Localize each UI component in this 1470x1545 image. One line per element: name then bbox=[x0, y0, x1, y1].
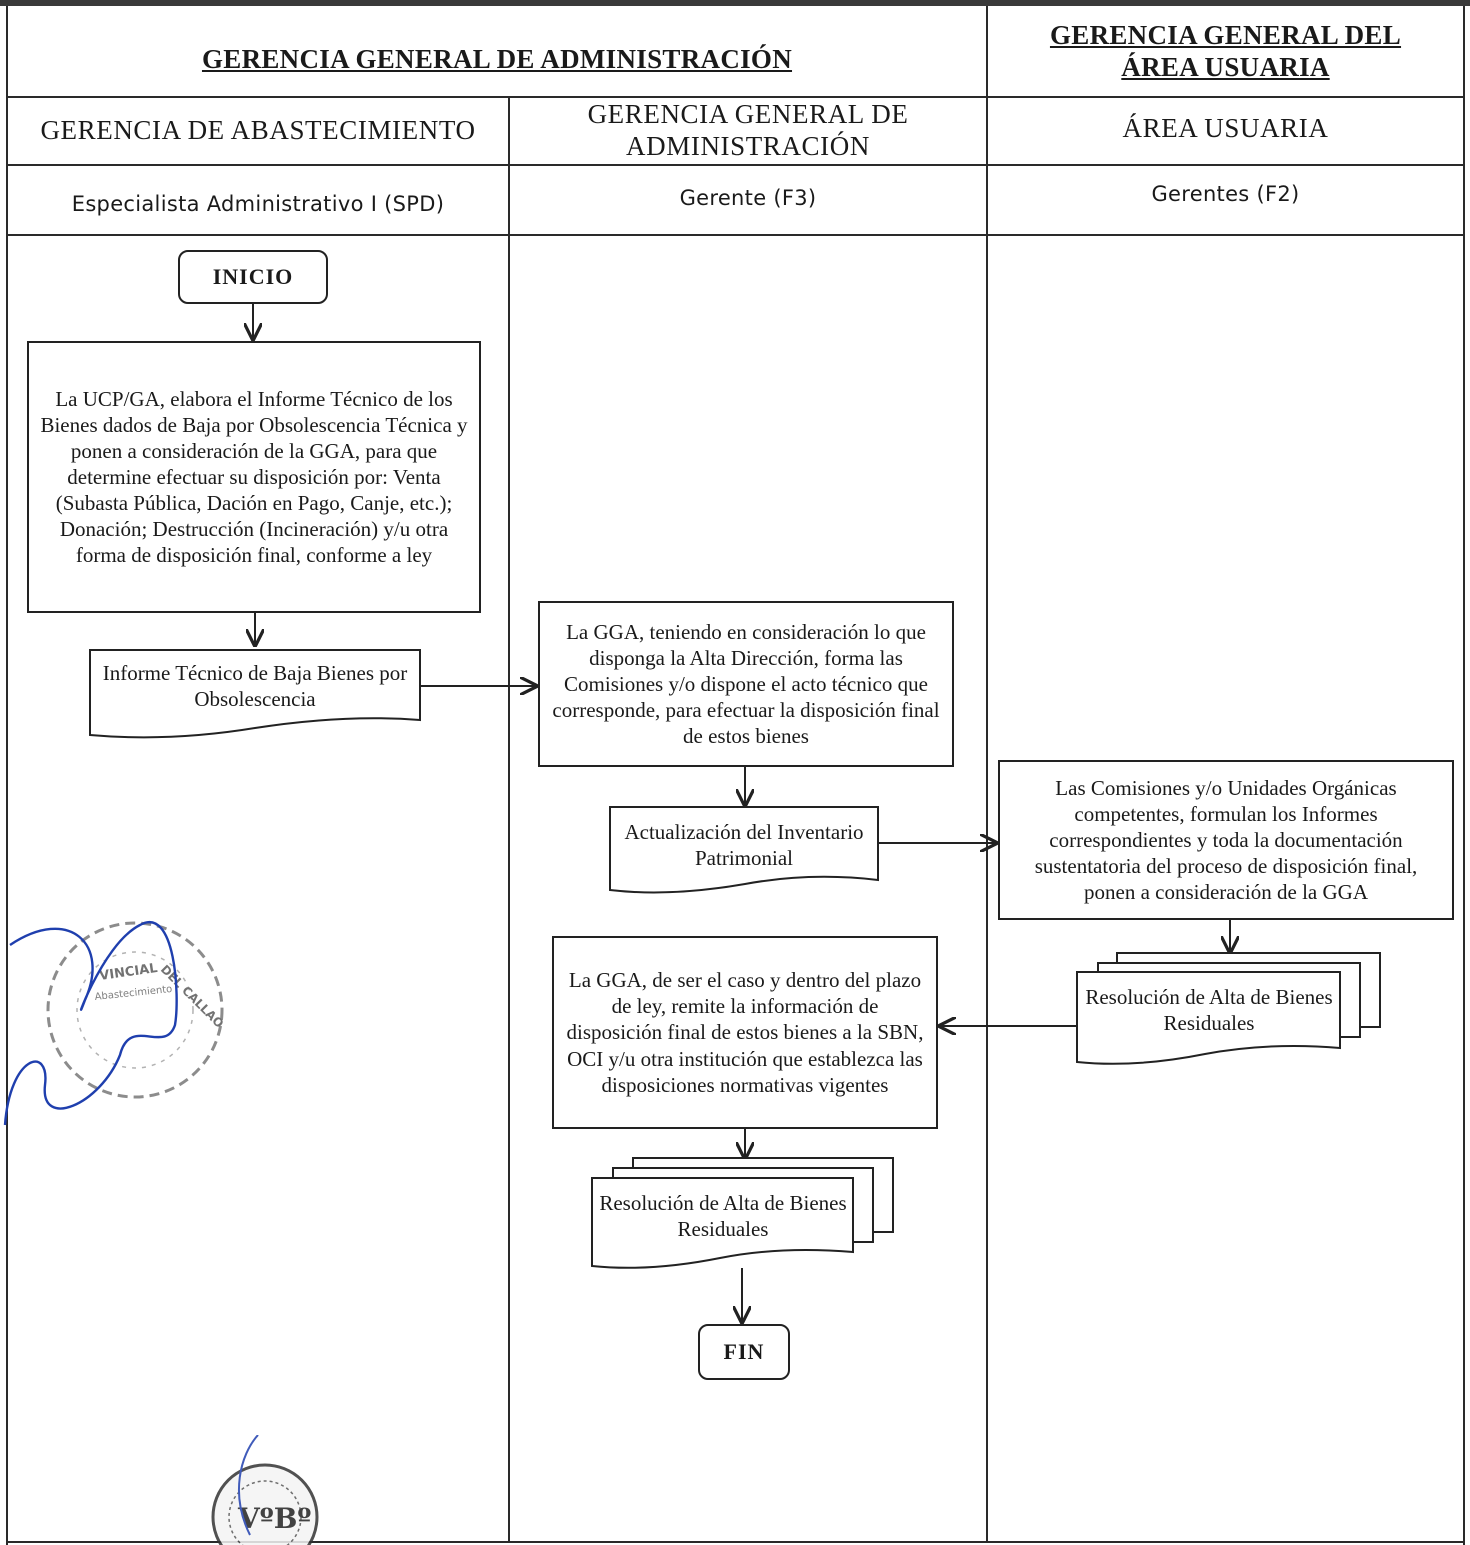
outer-right-border bbox=[1463, 6, 1465, 1545]
doc2-shape bbox=[609, 806, 879, 894]
doc2-label: Actualización del Inventario Patrimonial bbox=[624, 819, 864, 870]
header-row-line-2 bbox=[6, 164, 1465, 166]
lane-divider-1 bbox=[508, 97, 510, 1543]
lane-title-gga-line1: GERENCIA GENERAL DE bbox=[587, 99, 909, 130]
lane-divider-2 bbox=[986, 6, 988, 1543]
doc4-shape bbox=[591, 1177, 854, 1269]
stamp-abastecimiento: VINCIAL DEL CALLAO Abastecimiento bbox=[46, 921, 226, 1099]
step2-process: La GGA, teniendo en consideración lo que… bbox=[538, 601, 954, 767]
lane-role-especialista: Especialista Administrativo I (SPD) bbox=[71, 191, 445, 216]
end-terminal: FIN bbox=[698, 1324, 790, 1380]
step1-process: La UCP/GA, elabora el Informe Técnico de… bbox=[27, 341, 481, 613]
bottom-border bbox=[6, 1541, 1465, 1543]
doc3-shape bbox=[1076, 971, 1341, 1065]
top-border bbox=[0, 0, 1470, 6]
signature-1 bbox=[3, 921, 178, 1126]
lane-title-abastecimiento: GERENCIA DE ABASTECIMIENTO bbox=[40, 115, 476, 146]
doc4-label: Resolución de Alta de Bienes Residuales bbox=[599, 1190, 847, 1241]
lane-role-gerente: Gerente (F3) bbox=[679, 185, 817, 210]
step3-process: Las Comisiones y/o Unidades Orgánicas co… bbox=[998, 760, 1454, 920]
doc3-label: Resolución de Alta de Bienes Residuales bbox=[1085, 984, 1333, 1035]
group-header-user-area: GERENCIA GENERAL DEL ÁREA USUARIA bbox=[988, 12, 1463, 92]
lane-title-area-usuaria: ÁREA USUARIA bbox=[1122, 113, 1329, 144]
group-header-user-line1: GERENCIA GENERAL DEL bbox=[1049, 20, 1402, 51]
doc1-label: Informe Técnico de Baja Bienes por Obsol… bbox=[102, 660, 408, 711]
group-header-admin: GERENCIA GENERAL DE ADMINISTRACIÓN bbox=[201, 44, 793, 75]
step4-process: La GGA, de ser el caso y dentro del plaz… bbox=[552, 936, 938, 1129]
svg-text:VºBº: VºBº bbox=[237, 1502, 311, 1535]
outer-left-border bbox=[6, 6, 8, 1545]
header-row-line-3 bbox=[6, 234, 1465, 236]
start-terminal: INICIO bbox=[178, 250, 328, 304]
group-header-user-line2: ÁREA USUARIA bbox=[1121, 52, 1330, 82]
header-row-line-1 bbox=[6, 96, 1465, 98]
lane-title-gga: GERENCIA GENERAL DE ADMINISTRACIÓN bbox=[510, 98, 986, 164]
lane-title-gga-line2: ADMINISTRACIÓN bbox=[626, 131, 870, 161]
lane-role-gerentes: Gerentes (F2) bbox=[1151, 181, 1300, 206]
stamp-vobo: VºBº bbox=[211, 1435, 319, 1545]
doc1-shape bbox=[89, 649, 421, 739]
